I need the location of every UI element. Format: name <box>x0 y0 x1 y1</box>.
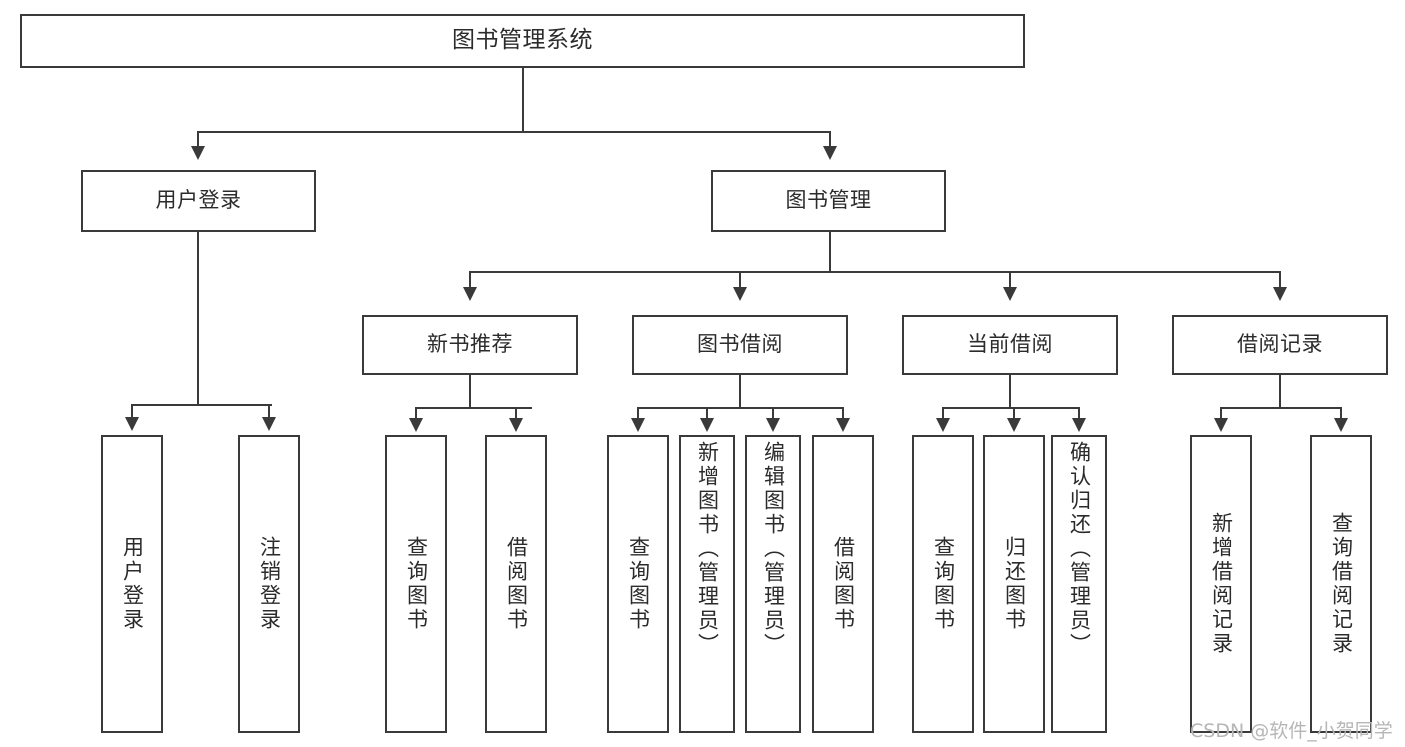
leaf-query-book-borrow[interactable]: 查询图书 <box>607 435 669 733</box>
arrowhead-bm-to-borrow-record <box>1273 287 1287 301</box>
leaf-add-book-admin[interactable]: 新增图书（管理员） <box>679 435 735 733</box>
connector-bb-to-leaf-1 <box>637 407 639 419</box>
arrowhead-user-login-to-leaf-1 <box>125 417 139 431</box>
connector-new-book-to-leaf-2 <box>515 407 517 419</box>
node-book-management[interactable]: 图书管理 <box>711 170 946 232</box>
arrowhead-br-to-leaf-2 <box>1334 418 1348 432</box>
node-borrow-record[interactable]: 借阅记录 <box>1172 315 1388 375</box>
node-label: 用户登录 <box>155 188 242 213</box>
leaf-label: 查询图书 <box>626 536 651 632</box>
connector-user-login-bus <box>132 404 272 406</box>
connector-root-bus <box>198 131 830 133</box>
connector-borrow-record-bus <box>1221 407 1341 409</box>
arrowhead-br-to-leaf-1 <box>1214 418 1228 432</box>
leaf-query-book-current[interactable]: 查询图书 <box>912 435 974 733</box>
leaf-user-login[interactable]: 用户登录 <box>101 435 163 733</box>
leaf-logout[interactable]: 注销登录 <box>238 435 300 733</box>
connector-user-login-to-leaf-1 <box>131 404 133 418</box>
connector-new-book-to-leaf-1 <box>415 407 417 419</box>
connector-root-stem <box>522 68 524 132</box>
connector-bm-to-book-borrow <box>739 271 741 289</box>
arrowhead-new-book-to-leaf-2 <box>509 418 523 432</box>
connector-book-borrow-bus <box>638 407 844 409</box>
node-book-borrow[interactable]: 图书借阅 <box>632 315 848 375</box>
arrowhead-cb-to-leaf-2 <box>1007 418 1021 432</box>
arrowhead-root-to-book-management <box>823 146 837 160</box>
node-current-borrow[interactable]: 当前借阅 <box>902 315 1118 375</box>
leaf-label: 查询图书 <box>931 536 956 632</box>
node-new-book-recommend[interactable]: 新书推荐 <box>362 315 578 375</box>
connector-cb-to-leaf-1 <box>942 407 944 419</box>
connector-bb-to-leaf-3 <box>772 407 774 419</box>
connector-cb-to-leaf-3 <box>1078 407 1080 419</box>
leaf-label: 借阅图书 <box>831 536 856 632</box>
leaf-label: 查询借阅记录 <box>1329 512 1354 656</box>
leaf-label: 查询图书 <box>404 536 429 632</box>
arrowhead-bm-to-current-borrow <box>1003 287 1017 301</box>
connector-user-login-to-leaf-2 <box>268 404 270 418</box>
node-label: 图书管理系统 <box>452 27 593 54</box>
connector-bm-to-new-book <box>469 271 471 289</box>
arrowhead-user-login-to-leaf-2 <box>262 417 276 431</box>
csdn-watermark: CSDN @软件_小贺同学 <box>1190 720 1393 742</box>
arrowhead-bb-to-leaf-1 <box>631 418 645 432</box>
connector-user-login-stem <box>197 232 199 405</box>
connector-bm-to-borrow-record <box>1279 271 1281 289</box>
leaf-edit-book-admin[interactable]: 编辑图书（管理员） <box>745 435 801 733</box>
node-label: 当前借阅 <box>967 332 1053 357</box>
arrowhead-root-to-user-login <box>191 146 205 160</box>
connector-br-to-leaf-2 <box>1340 407 1342 419</box>
leaf-confirm-return-admin[interactable]: 确认归还（管理员） <box>1051 435 1107 733</box>
leaf-label: 用户登录 <box>120 536 145 632</box>
leaf-label: 新增借阅记录 <box>1209 512 1234 656</box>
connector-br-to-leaf-1 <box>1220 407 1222 419</box>
node-user-login[interactable]: 用户登录 <box>81 170 316 232</box>
leaf-add-borrow-record[interactable]: 新增借阅记录 <box>1190 435 1252 733</box>
leaf-label: 注销登录 <box>257 536 282 632</box>
node-label: 图书管理 <box>785 188 872 213</box>
connector-root-to-user-login <box>197 131 199 149</box>
leaf-return-book[interactable]: 归还图书 <box>983 435 1045 733</box>
connector-book-borrow-stem <box>739 375 741 408</box>
arrowhead-bb-to-leaf-3 <box>766 418 780 432</box>
connector-new-book-bus <box>416 407 532 409</box>
connector-root-to-book-management <box>829 131 831 149</box>
connector-bm-to-current-borrow <box>1009 271 1011 289</box>
node-label: 新书推荐 <box>427 332 513 357</box>
connector-current-borrow-stem <box>1009 375 1011 408</box>
connector-book-management-bus <box>469 271 1281 273</box>
connector-bb-to-leaf-2 <box>706 407 708 419</box>
leaf-borrow-book-new[interactable]: 借阅图书 <box>485 435 547 733</box>
arrowhead-new-book-to-leaf-1 <box>409 418 423 432</box>
connector-borrow-record-stem <box>1279 375 1281 408</box>
leaf-label: 借阅图书 <box>504 536 529 632</box>
arrowhead-bm-to-new-book <box>463 287 477 301</box>
connector-cb-to-leaf-2 <box>1013 407 1015 419</box>
node-label: 借阅记录 <box>1237 332 1323 357</box>
leaf-query-book-new[interactable]: 查询图书 <box>385 435 447 733</box>
arrowhead-bb-to-leaf-4 <box>836 418 850 432</box>
leaf-label: 新增图书（管理员） <box>695 441 720 657</box>
connector-new-book-stem <box>469 375 471 408</box>
node-root-book-management-system[interactable]: 图书管理系统 <box>20 14 1025 68</box>
leaf-borrow-book[interactable]: 借阅图书 <box>812 435 874 733</box>
connector-book-management-stem <box>829 232 831 272</box>
connector-current-borrow-bus <box>943 407 1080 409</box>
leaf-query-borrow-record[interactable]: 查询借阅记录 <box>1310 435 1372 733</box>
arrowhead-cb-to-leaf-3 <box>1072 418 1086 432</box>
arrowhead-bm-to-book-borrow <box>733 287 747 301</box>
leaf-label: 编辑图书（管理员） <box>761 441 786 657</box>
leaf-label: 归还图书 <box>1002 536 1027 632</box>
leaf-label: 确认归还（管理员） <box>1067 441 1092 657</box>
node-label: 图书借阅 <box>697 332 783 357</box>
arrowhead-bb-to-leaf-2 <box>700 418 714 432</box>
arrowhead-cb-to-leaf-1 <box>936 418 950 432</box>
connector-bb-to-leaf-4 <box>842 407 844 419</box>
